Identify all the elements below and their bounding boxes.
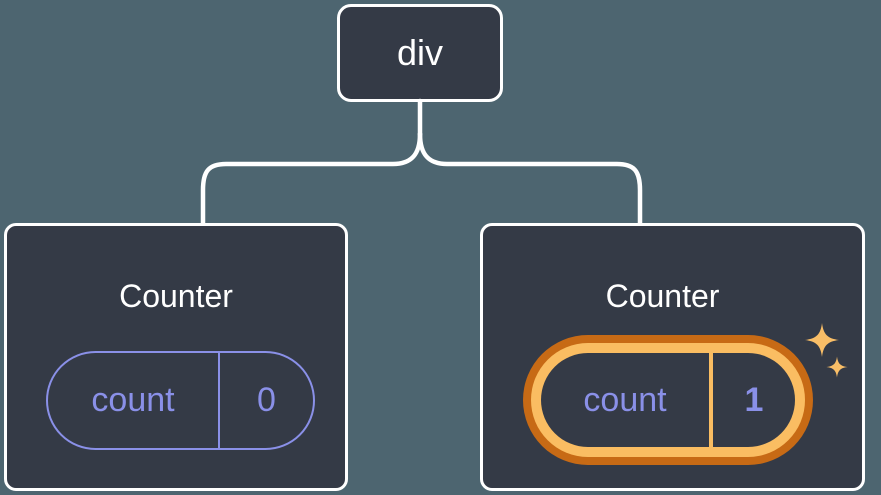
state-pill-right-label-cell: count bbox=[541, 353, 713, 447]
root-node-label: div bbox=[396, 32, 444, 73]
state-pill-highlight-ring: count 1 bbox=[523, 335, 813, 465]
connector-right-branch bbox=[417, 131, 643, 227]
state-pill-left-label-cell: count bbox=[48, 353, 220, 448]
state-label: count bbox=[583, 380, 667, 419]
state-pill-right-value-cell: 1 bbox=[713, 353, 795, 447]
state-pill-highlight-ring-inner: count 1 bbox=[531, 343, 805, 457]
counter-card-left: Counter count 0 bbox=[4, 223, 348, 491]
root-node-div: div bbox=[337, 4, 503, 102]
state-label: count bbox=[91, 381, 175, 419]
state-pill-right: count 1 bbox=[541, 353, 795, 447]
counter-card-right: Counter count 1 bbox=[480, 223, 865, 491]
state-value: 0 bbox=[257, 381, 276, 419]
connector-left-branch bbox=[200, 131, 423, 227]
counter-card-left-title: Counter bbox=[119, 278, 233, 314]
counter-card-right-title: Counter bbox=[605, 278, 720, 314]
state-pill-left: count 0 bbox=[46, 351, 315, 450]
state-pill-left-value-cell: 0 bbox=[220, 353, 313, 448]
state-value: 1 bbox=[744, 380, 764, 419]
